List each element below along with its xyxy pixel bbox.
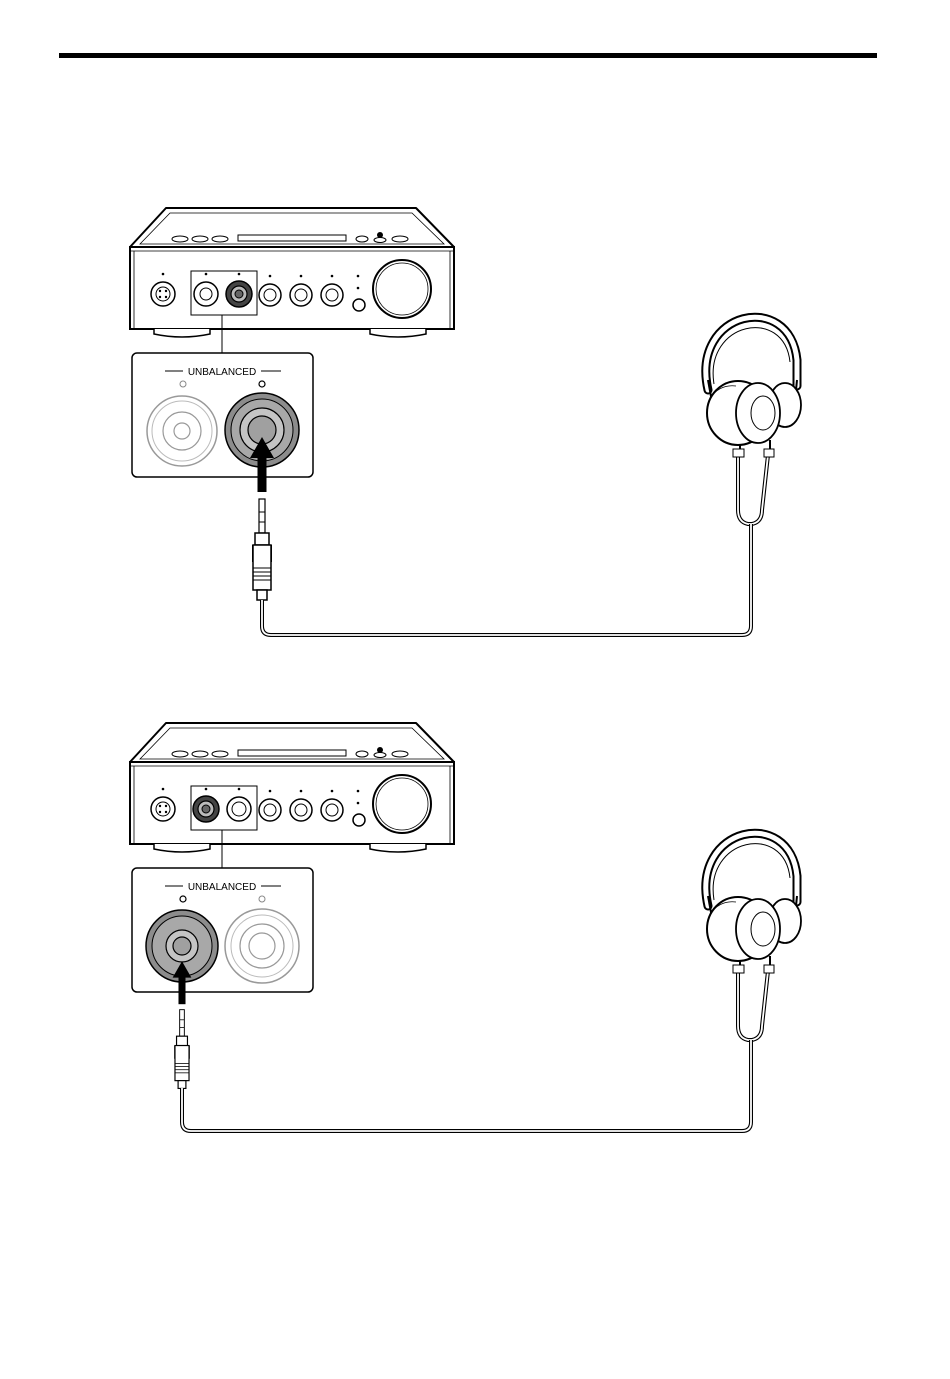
- amplifier-illustration: [130, 208, 454, 337]
- panel-jack-left: [147, 396, 217, 466]
- diagram-1: UNBALANCED: [130, 208, 801, 635]
- unbalanced-label: UNBALANCED: [188, 367, 256, 378]
- amplifier-illustration: [130, 723, 454, 852]
- headphones-illustration: [706, 317, 801, 524]
- diagram-2: UNBALANCED: [130, 723, 801, 1131]
- headphones-illustration: [706, 833, 801, 1040]
- unbalanced-label: UNBALANCED: [188, 882, 256, 893]
- headphone-cable: [262, 524, 751, 635]
- header-rule: [59, 53, 877, 58]
- headphone-cable: [182, 1040, 751, 1131]
- panel-jack-right: [225, 909, 299, 983]
